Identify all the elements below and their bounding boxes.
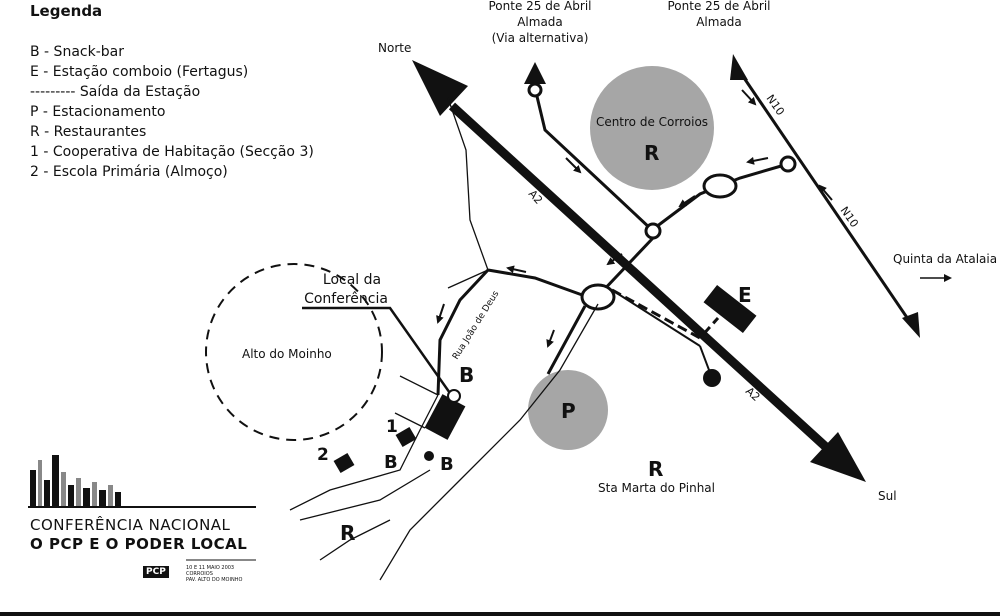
conference-logo-skyline xyxy=(30,455,121,506)
conference-place1: CORROIOS xyxy=(186,571,213,577)
bus-stop-dot xyxy=(703,369,721,387)
n10-south-arrow xyxy=(902,312,920,338)
label-ponte1-line1: Ponte 25 de Abril xyxy=(489,0,592,13)
rua-joao-de-deus xyxy=(436,268,490,396)
snackbar-dot xyxy=(424,451,434,461)
conference-date: 10 E 11 MAIO 2003 xyxy=(186,565,235,571)
via-alternativa-road xyxy=(533,87,654,232)
conference-building xyxy=(424,394,466,440)
conference-pointer xyxy=(302,306,454,397)
n10-road xyxy=(738,71,912,323)
direction-arrow-parking xyxy=(546,329,555,348)
label-ponte2-line2: Almada xyxy=(696,15,742,29)
direction-arrow-via xyxy=(565,157,582,174)
n10-north-arrow xyxy=(730,54,748,80)
label-ponte1-line2: Almada xyxy=(517,15,563,29)
marker-e: E xyxy=(738,283,752,307)
road-to-parking xyxy=(546,305,587,375)
direction-arrow-a2-top xyxy=(678,195,696,208)
conference-title-line2: O PCP E O PODER LOCAL xyxy=(30,535,248,553)
direction-arrow-main xyxy=(606,253,623,266)
thin-road-west-stub2 xyxy=(394,412,426,429)
marker-p: P xyxy=(561,399,576,423)
roundabout-corroios xyxy=(702,173,738,199)
direction-arrow-n10-top xyxy=(741,89,757,106)
centro-corroios-circle xyxy=(590,66,714,190)
thin-road-diagonal xyxy=(379,303,599,581)
marker-b-east: B xyxy=(440,454,454,475)
legend-item-station: E - Estação comboio (Fertagus) xyxy=(30,64,249,80)
roundabout-main xyxy=(580,283,616,311)
thin-road-west-stub xyxy=(399,375,439,396)
alto-moinho-boundary xyxy=(205,263,383,441)
legend-item-cooperative: 1 - Cooperativa de Habitação (Secção 3) xyxy=(30,144,314,160)
conference-place2: PAV. ALTO DO MOINHO xyxy=(186,577,243,583)
label-n10-lower: N10 xyxy=(838,204,861,230)
direction-arrow-rua xyxy=(436,303,445,324)
school-building xyxy=(333,452,355,474)
marker-b-west: B xyxy=(384,452,398,473)
frame-bottom-border xyxy=(0,612,1000,616)
label-local-line1: Local da xyxy=(323,272,381,288)
conference-title-line1: CONFERÊNCIA NACIONAL xyxy=(30,516,231,534)
legend-item-school: 2 - Escola Primária (Almoço) xyxy=(30,164,228,180)
via-alternativa-arrow xyxy=(524,62,546,84)
marker-b-conference: B xyxy=(459,363,474,387)
conference-marker xyxy=(447,389,461,403)
legend-item-parking: P - Estacionamento xyxy=(30,104,166,120)
label-ponte2-line1: Ponte 25 de Abril xyxy=(668,0,771,13)
marker-r-sta-marta: R xyxy=(648,457,663,481)
thin-road-branch xyxy=(447,269,489,289)
label-alto-moinho: Alto do Moinho xyxy=(242,347,332,361)
thin-road-north xyxy=(447,97,489,271)
label-sta-marta: Sta Marta do Pinhal xyxy=(598,481,715,495)
legend-title: Legenda xyxy=(30,2,103,20)
road-west xyxy=(487,268,586,298)
legend-item-snackbar: B - Snack-bar xyxy=(30,44,124,60)
roundabout-n10 xyxy=(779,155,797,173)
label-norte: Norte xyxy=(378,41,411,55)
legend-item-restaurants: R - Restaurantes xyxy=(30,124,147,140)
cooperative-building xyxy=(395,426,417,448)
legend: Legenda B - Snack-bar E - Estação comboi… xyxy=(30,0,314,182)
label-quinta-atalaia: Quinta da Atalaia xyxy=(893,252,997,266)
pcp-badge: PCP xyxy=(143,566,169,578)
direction-arrow-connector xyxy=(746,156,769,165)
roundabout-via-alternativa xyxy=(527,82,543,98)
parking-circle xyxy=(528,370,608,450)
direction-arrow-west xyxy=(506,265,527,274)
marker-one: 1 xyxy=(386,417,398,437)
marker-r-southwest: R xyxy=(340,521,355,545)
label-local-line2: Conferência xyxy=(304,291,388,307)
direction-arrow-n10-bottom xyxy=(818,184,833,201)
label-sul: Sul xyxy=(878,489,897,503)
thin-road-southwest xyxy=(299,469,431,521)
label-ponte1-line3: (Via alternativa) xyxy=(492,31,589,45)
marker-r-centro: R xyxy=(644,141,659,165)
a2-motorway xyxy=(448,102,842,462)
station-block xyxy=(703,284,757,334)
a2-south-arrow xyxy=(810,432,866,482)
roundabout-upper xyxy=(644,222,662,240)
marker-two: 2 xyxy=(317,445,329,465)
label-centro-corroios: Centro de Corroios xyxy=(596,115,708,129)
station-exit-path xyxy=(611,288,720,340)
thin-road-lower xyxy=(319,519,391,561)
conference-info: 10 E 11 MAIO 2003 CORROIOS PAV. ALTO DO … xyxy=(186,565,242,583)
a2-north-arrow xyxy=(412,60,468,116)
thin-road-south xyxy=(289,394,439,511)
legend-item-exit: --------- Saída da Estação xyxy=(30,84,201,100)
